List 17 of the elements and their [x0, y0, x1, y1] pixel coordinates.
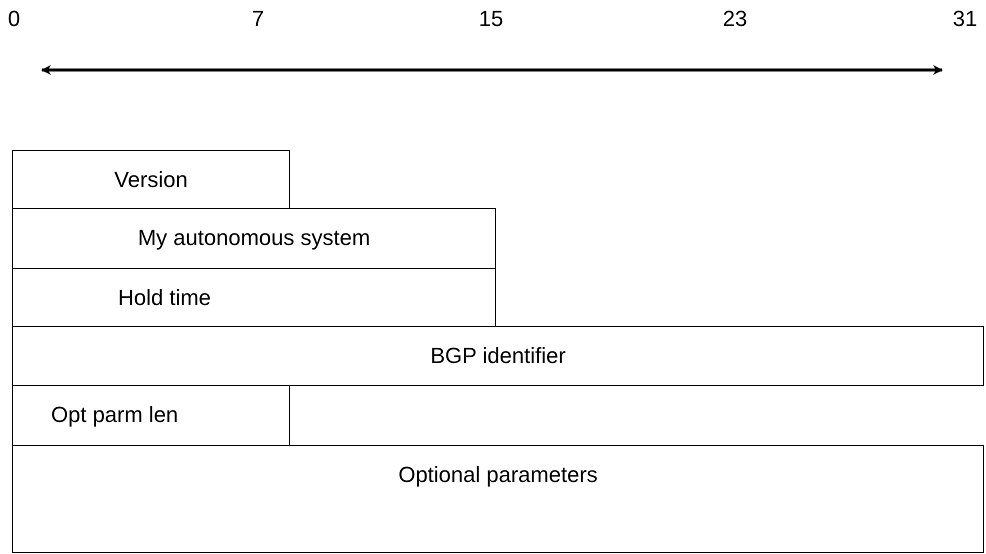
bit-number: 0: [8, 6, 20, 32]
field-name: Opt parm len: [51, 402, 178, 428]
field-name: Hold time: [118, 285, 211, 311]
bit-number: 7: [252, 6, 264, 32]
field-box: [12, 385, 290, 446]
field-box: [12, 268, 496, 327]
field-box: [12, 326, 984, 386]
field-name: Optional parameters: [398, 462, 598, 488]
field-box: [12, 150, 290, 209]
bit-number: 23: [722, 6, 748, 32]
bit-number: 31: [952, 6, 978, 32]
field-name: My autonomous system: [138, 225, 370, 251]
bit-number: 15: [478, 6, 504, 32]
field-name: BGP identifier: [430, 343, 566, 369]
field-name: Version: [114, 167, 188, 193]
field-box: [12, 208, 496, 269]
field-box: [12, 445, 984, 553]
